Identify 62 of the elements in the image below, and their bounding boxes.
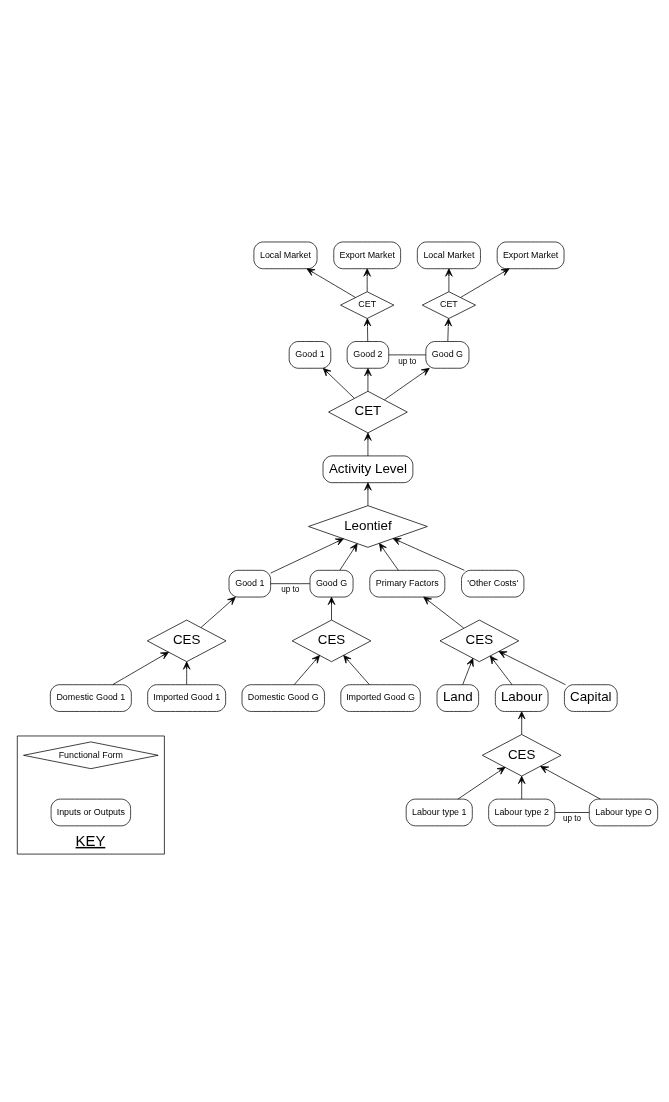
arrow <box>392 538 465 571</box>
node-box: Labour <box>494 684 549 712</box>
node-box: Domestic Good G <box>241 684 325 712</box>
arrow <box>363 318 372 342</box>
node-box: Good G <box>425 341 470 369</box>
node-box: Labour type 2 <box>488 798 556 827</box>
node-box: Imported Good 1 <box>147 684 227 712</box>
arrow <box>343 655 370 686</box>
arrow <box>444 318 452 342</box>
node-box: Good G <box>309 569 354 598</box>
arrow <box>293 655 320 686</box>
node-box: 'Other Costs' <box>461 569 525 598</box>
arrow <box>182 661 191 686</box>
arrow <box>363 268 371 293</box>
arrow <box>457 766 506 800</box>
edge-label: up to <box>281 585 300 595</box>
arrow <box>489 655 513 686</box>
edge-label: up to <box>562 814 582 824</box>
arrow <box>364 432 372 457</box>
node-diamond: CET <box>328 390 408 434</box>
node-diamond: CET <box>421 291 476 319</box>
node-box: Good 1 <box>228 569 271 598</box>
connector <box>270 583 311 585</box>
node-box: Local Market <box>253 241 318 270</box>
arrow <box>460 268 510 298</box>
node-diamond: Functional Form <box>23 741 159 770</box>
connector <box>554 812 590 813</box>
node-box: Export Market <box>496 241 565 270</box>
arrow <box>518 711 526 735</box>
arrow <box>339 543 358 571</box>
arrow <box>498 651 566 686</box>
arrow <box>462 658 474 686</box>
node-box: Labour type 1 <box>405 798 473 827</box>
node-box: Export Market <box>333 241 401 270</box>
node-box: Labour type O <box>588 798 658 827</box>
node-box: Good 1 <box>288 341 332 369</box>
node-box: Land <box>436 684 479 712</box>
arrow <box>364 368 372 392</box>
node-box: Local Market <box>416 241 481 270</box>
arrow <box>322 368 355 399</box>
arrow <box>384 367 430 401</box>
node-diamond: CET <box>340 291 395 319</box>
arrow <box>306 268 356 298</box>
node-box: Imported Good G <box>340 684 421 712</box>
arrow <box>379 543 399 571</box>
node-box: Domestic Good 1 <box>50 684 132 712</box>
node-box: Primary Factors <box>369 569 446 598</box>
arrow <box>200 596 236 628</box>
arrow <box>364 482 372 506</box>
arrow <box>327 596 336 621</box>
arrow <box>518 775 526 800</box>
connector <box>388 354 427 356</box>
node-box: Capital <box>564 684 618 712</box>
arrow <box>540 766 601 800</box>
arrow <box>270 538 344 574</box>
node-box: Activity Level <box>322 455 414 484</box>
arrow <box>423 596 465 629</box>
node-box: Good 2 <box>346 341 390 369</box>
node-box: Inputs or Outputs <box>50 798 131 827</box>
arrow <box>112 651 169 686</box>
edge-label: up to <box>398 356 417 366</box>
arrow <box>445 268 453 293</box>
